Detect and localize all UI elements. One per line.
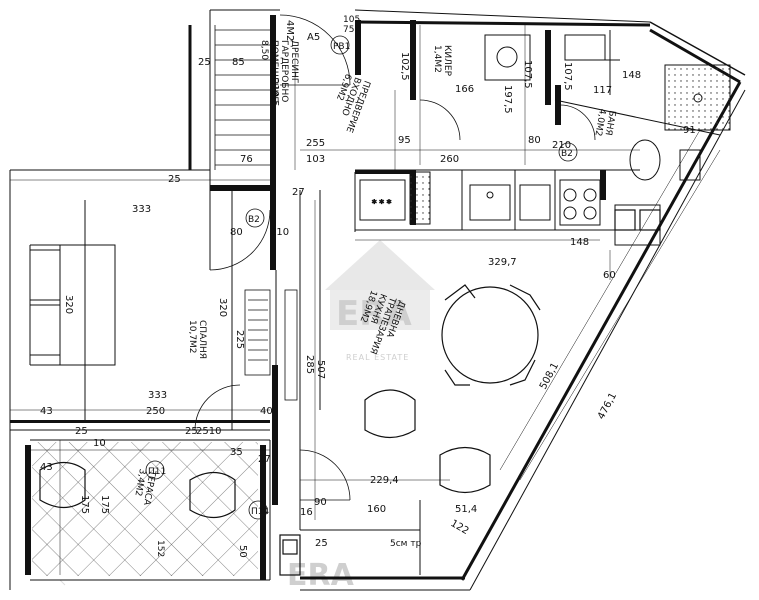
dim-25-e: 25 xyxy=(315,538,328,549)
dim-160: 160 xyxy=(367,504,386,515)
dim-148-a: 148 xyxy=(622,70,641,81)
dim-320-b: 320 xyxy=(217,298,228,317)
bathroom-fixtures xyxy=(484,34,731,246)
dim-60: 60 xyxy=(603,270,616,281)
dim-508-1: 508,1 xyxy=(538,361,561,391)
dim-102-5: 102,5 xyxy=(399,52,410,81)
room-label-bedroom-1: СПАЛНЯ xyxy=(197,320,207,359)
dim-91: 91 xyxy=(683,125,696,136)
doors xyxy=(194,14,596,501)
dim-10: 10 xyxy=(93,438,106,449)
room-label-bathroom-1: БАНЯ xyxy=(603,109,617,136)
dim-103: 103 xyxy=(306,154,325,165)
dim-107-5-a: 107,5 xyxy=(522,60,533,89)
dim-27-b: 27 xyxy=(258,454,271,465)
dim-117: 117 xyxy=(593,85,612,96)
dim-333-a: 333 xyxy=(132,204,151,215)
dim-105: 105 xyxy=(343,15,360,25)
kitchen-fixtures: * * * xyxy=(359,171,601,226)
dim-152: 152 xyxy=(155,540,165,557)
dim-43-a: 43 xyxy=(40,406,53,417)
dim-285: 285 xyxy=(304,355,315,374)
outer-walls xyxy=(9,9,746,591)
dim-80-b: 80 xyxy=(230,227,243,238)
dim-476-1: 476,1 xyxy=(596,391,619,421)
dim-25-a: 25 xyxy=(198,57,211,68)
watermark: ERA REAL ESTATE ERA xyxy=(59,240,435,593)
svg-text:ERA: ERA xyxy=(336,294,412,334)
room-label-bedroom-2: 10,7М2 xyxy=(187,320,197,354)
dim-148-b: 148 xyxy=(570,237,589,248)
dim-260: 260 xyxy=(440,154,459,165)
dim-25-c: 25 xyxy=(75,426,88,437)
dining-table xyxy=(441,284,541,386)
dim-225: 225 xyxy=(234,330,245,349)
dim-25-d: 25 xyxy=(185,426,198,437)
dim-210-5: 210,5 xyxy=(269,78,280,107)
dim-229-4: 229,4 xyxy=(370,475,399,486)
dim-16: 16 xyxy=(300,507,313,518)
dim-210-a: 210 xyxy=(552,140,571,151)
dimension-lines xyxy=(10,25,721,575)
dim-166: 166 xyxy=(455,84,474,95)
apartment-area: 4M2 xyxy=(284,20,295,41)
stairs xyxy=(214,25,270,170)
dim-320-a: 320 xyxy=(63,295,74,314)
room-label-dressing-2: ГАРДЕРОБНО xyxy=(279,40,289,102)
dim-80-a: 80 xyxy=(528,135,541,146)
dim-50: 50 xyxy=(237,545,248,558)
apartment-code: A5 xyxy=(307,32,320,43)
interior-walls xyxy=(10,15,606,580)
svg-text:REAL ESTATE: REAL ESTATE xyxy=(346,353,409,362)
dim-25-b: 25 xyxy=(168,174,181,185)
bed xyxy=(29,244,116,366)
dim-107-5-b: 107,5 xyxy=(562,62,573,91)
room-label-storage-1: КИЛЕР xyxy=(442,45,452,77)
dim-507: 507 xyxy=(315,360,326,379)
room-label-bathroom-2: 4,0М2 xyxy=(592,108,607,137)
wardrobe xyxy=(244,289,298,401)
dim-43-b: 43 xyxy=(40,462,53,473)
dim-329-7: 329,7 xyxy=(488,257,517,268)
dim-122: 122 xyxy=(449,518,471,537)
dim-250: 250 xyxy=(146,406,165,417)
dim-35: 35 xyxy=(230,447,243,458)
room-label-dressing-4: 8,50 xyxy=(259,40,269,60)
room-label-dressing-1: ДРЕСИНГ xyxy=(289,40,299,83)
columns xyxy=(279,209,661,576)
dim-175-b: 175 xyxy=(99,495,110,514)
dim-210-b: 210 xyxy=(270,227,289,238)
door-tag-p11: П11 xyxy=(148,467,166,477)
door-tag-p14: П14 xyxy=(251,507,269,517)
dimension-labels: 105 75 85 210,5 25 102,5 197,5 166 107,5… xyxy=(40,15,696,558)
dim-27: 27 xyxy=(292,187,305,198)
dim-75: 75 xyxy=(343,25,354,35)
room-label-dressing-3: ПОМЕЩЕНИЕ xyxy=(269,40,279,102)
dim-2510: 2510 xyxy=(196,426,221,437)
dim-333-b: 333 xyxy=(148,390,167,401)
dim-197-5: 197,5 xyxy=(502,85,513,114)
room-label-storage-2: 1,4М2 xyxy=(432,45,442,73)
terrace-hatch-cross xyxy=(32,442,258,576)
dim-255: 255 xyxy=(306,138,325,149)
dim-76: 76 xyxy=(240,154,253,165)
dim-40: 40 xyxy=(260,406,273,417)
dim-90: 90 xyxy=(314,497,327,508)
dim-85: 85 xyxy=(232,57,245,68)
dim-5cm: 5см тр xyxy=(390,539,422,549)
door-tag-b2b: В2 xyxy=(248,215,260,225)
dim-51-4: 51,4 xyxy=(455,504,477,515)
door-tag-pb1: РВ1 xyxy=(333,42,350,52)
armchairs xyxy=(39,389,491,519)
room-label-terrace-2: 3,4М2 xyxy=(132,468,147,497)
door-tag-b2a: В2 xyxy=(561,149,573,159)
dim-175-a: 175 xyxy=(79,495,90,514)
door-tags: РВ1 В2 В2 П11 П14 xyxy=(145,35,578,520)
dim-95: 95 xyxy=(398,135,411,146)
svg-text:* * *: * * * xyxy=(372,199,392,209)
